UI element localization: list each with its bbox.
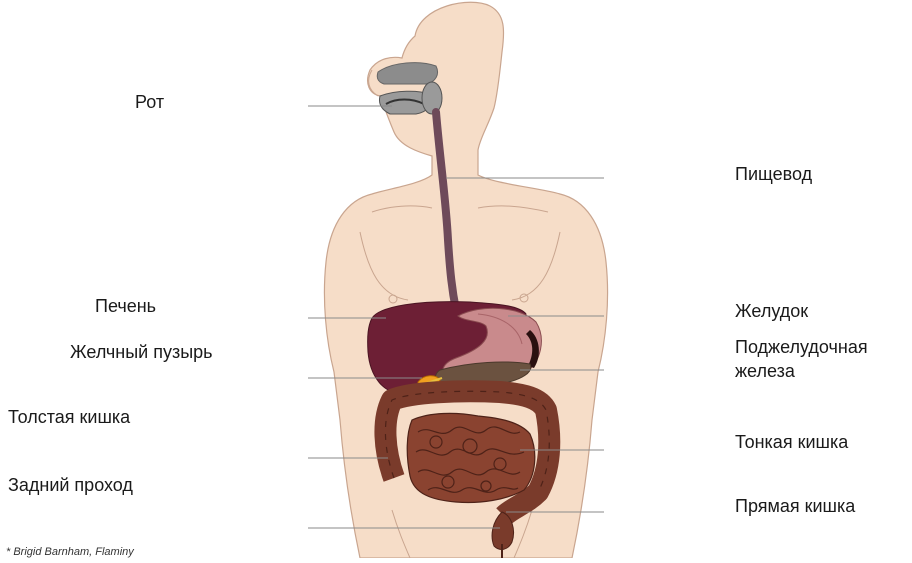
label-gallbladder: Желчный пузырь xyxy=(70,342,213,363)
label-stomach: Желудок xyxy=(735,301,808,322)
image-credit: * Brigid Barnham, Flaminy xyxy=(6,546,134,558)
label-liver: Печень xyxy=(95,296,156,317)
label-large-intestine: Толстая кишка xyxy=(8,407,130,428)
label-anus: Задний проход xyxy=(8,475,133,496)
label-pancreas-line1: Поджелудочная xyxy=(735,337,868,358)
label-small-intestine: Тонкая кишка xyxy=(735,432,848,453)
label-rectum: Прямая кишка xyxy=(735,496,855,517)
label-esophagus: Пищевод xyxy=(735,164,812,185)
label-pancreas-line2: железа xyxy=(735,361,795,382)
label-mouth: Рот xyxy=(135,92,164,113)
pharynx xyxy=(422,82,442,114)
